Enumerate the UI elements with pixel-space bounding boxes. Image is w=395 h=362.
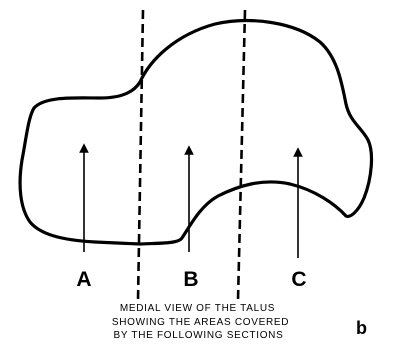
panel-label: b	[356, 318, 367, 339]
label-b: B	[183, 268, 198, 291]
section-line-1	[138, 10, 143, 300]
label-a: A	[76, 268, 91, 291]
figure-caption: MEDIAL VIEW OF THE TALUS SHOWING THE ARE…	[0, 302, 395, 343]
caption-line-3: BY THE FOLLOWING SECTIONS	[0, 329, 395, 343]
talus-outline	[20, 21, 371, 244]
caption-line-1: MEDIAL VIEW OF THE TALUS	[0, 302, 395, 316]
label-c: C	[291, 268, 306, 291]
caption-line-2: SHOWING THE AREAS COVERED	[0, 316, 395, 330]
talus-drawing: A B C	[0, 0, 395, 300]
section-line-2	[238, 10, 245, 300]
